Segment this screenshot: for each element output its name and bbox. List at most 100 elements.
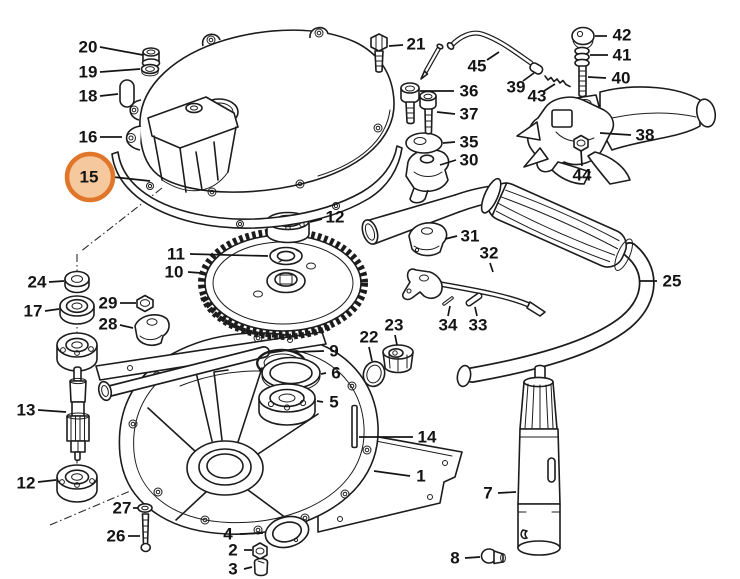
callout-27[interactable]: 27 xyxy=(113,499,138,518)
part-17-bearing-race xyxy=(59,295,95,325)
callout-label-1: 1 xyxy=(416,467,425,486)
part-10-ring-gear xyxy=(198,228,368,340)
callout-label-25: 25 xyxy=(663,272,682,291)
callout-17[interactable]: 17 xyxy=(24,302,60,321)
callout-label-18: 18 xyxy=(79,87,98,106)
callout-label-40: 40 xyxy=(612,69,631,88)
callout-3[interactable]: 3 xyxy=(228,560,253,579)
callout-12[interactable]: 12 xyxy=(309,208,344,227)
callout-label-27: 27 xyxy=(113,499,132,518)
part-4-seal-ring xyxy=(264,515,310,549)
leader-line-33 xyxy=(474,306,478,317)
part-29-nut xyxy=(136,294,154,313)
callout-42[interactable]: 42 xyxy=(595,26,631,45)
callout-21[interactable]: 21 xyxy=(388,35,426,54)
part-31-clamp-half xyxy=(408,222,448,257)
callout-label-39: 39 xyxy=(507,78,526,97)
part-32-shift-rod xyxy=(401,268,546,317)
callout-11[interactable]: 11 xyxy=(167,245,269,264)
callout-label-9: 9 xyxy=(329,342,338,361)
leader-line-4 xyxy=(239,532,264,535)
callout-label-16: 16 xyxy=(79,128,98,147)
part-37-bolt xyxy=(419,90,437,135)
leader-line-21 xyxy=(388,44,404,47)
part-40-pivot-bolt xyxy=(578,65,587,98)
callout-36[interactable]: 36 xyxy=(420,82,478,101)
callout-23[interactable]: 23 xyxy=(385,316,404,346)
callout-13[interactable]: 13 xyxy=(17,401,67,420)
callout-31[interactable]: 31 xyxy=(444,227,479,246)
callout-label-15: 15 xyxy=(80,168,99,187)
part-19-flanged-nut xyxy=(140,63,160,77)
part-unlabeled-bearing xyxy=(56,332,98,372)
part-36-bolt xyxy=(400,82,420,125)
leader-line-10 xyxy=(187,271,202,274)
callout-28[interactable]: 28 xyxy=(99,315,134,334)
callout-label-20: 20 xyxy=(79,38,98,57)
callout-7[interactable]: 7 xyxy=(483,484,517,503)
part-11-shim xyxy=(269,246,303,266)
callout-9[interactable]: 9 xyxy=(293,342,339,361)
callout-44[interactable]: 44 xyxy=(573,149,592,185)
callout-40[interactable]: 40 xyxy=(587,69,631,88)
callout-label-38: 38 xyxy=(636,126,655,145)
leader-line-44 xyxy=(580,149,583,167)
part-27-washer xyxy=(137,502,153,513)
callout-5[interactable]: 5 xyxy=(316,393,339,412)
callout-label-30: 30 xyxy=(460,151,479,170)
part-41-spring-washers xyxy=(574,46,590,68)
leader-line-40 xyxy=(587,76,607,79)
part-21-bolt xyxy=(370,33,388,73)
part-43-spring xyxy=(544,75,571,88)
part-28-clamp-half xyxy=(134,314,170,346)
part-20-bushing xyxy=(141,47,161,68)
leader-line-43 xyxy=(543,83,556,92)
callout-35[interactable]: 35 xyxy=(442,133,479,152)
callout-25[interactable]: 25 xyxy=(640,272,681,291)
callout-12[interactable]: 12 xyxy=(17,474,57,493)
callout-39[interactable]: 39 xyxy=(507,72,535,97)
callout-34[interactable]: 34 xyxy=(439,305,458,335)
part-22-o-ring xyxy=(362,360,386,388)
part-44-nut xyxy=(573,134,589,152)
callout-label-43: 43 xyxy=(528,87,547,106)
callout-33[interactable]: 33 xyxy=(469,306,488,335)
callout-8[interactable]: 8 xyxy=(450,549,481,568)
callout-label-17: 17 xyxy=(24,302,43,321)
callout-18[interactable]: 18 xyxy=(79,87,119,106)
callout-30[interactable]: 30 xyxy=(439,151,479,170)
callout-15-highlighted[interactable]: 15 xyxy=(64,151,151,203)
leader-line-18 xyxy=(99,93,119,97)
callout-14[interactable]: 14 xyxy=(359,428,437,447)
callout-label-42: 42 xyxy=(613,26,632,45)
leader-line-1 xyxy=(373,470,411,477)
callout-26[interactable]: 26 xyxy=(107,527,140,546)
leader-line-3 xyxy=(243,566,253,570)
callout-43[interactable]: 43 xyxy=(528,83,556,106)
callout-4[interactable]: 4 xyxy=(223,525,264,544)
callout-label-21: 21 xyxy=(407,35,426,54)
highlight-circle xyxy=(64,151,116,203)
callout-19[interactable]: 19 xyxy=(79,63,141,82)
callout-32[interactable]: 32 xyxy=(480,244,499,273)
callout-24[interactable]: 24 xyxy=(28,273,65,292)
callout-1[interactable]: 1 xyxy=(373,467,426,486)
part-34-pin xyxy=(442,296,454,306)
callout-20[interactable]: 20 xyxy=(79,38,144,57)
callout-16[interactable]: 16 xyxy=(79,128,122,147)
callout-10[interactable]: 10 xyxy=(165,263,202,282)
callout-2[interactable]: 2 xyxy=(228,541,252,560)
callout-41[interactable]: 41 xyxy=(590,46,631,65)
callout-45[interactable]: 45 xyxy=(468,51,500,76)
callout-label-22: 22 xyxy=(360,328,379,347)
callout-6[interactable]: 6 xyxy=(320,364,341,383)
callout-22[interactable]: 22 xyxy=(360,328,379,362)
callout-29[interactable]: 29 xyxy=(99,294,136,313)
leader-line-31 xyxy=(444,235,458,240)
callout-37[interactable]: 37 xyxy=(436,105,478,124)
part-26-bolt xyxy=(140,513,151,553)
callout-label-7: 7 xyxy=(483,484,492,503)
callout-label-35: 35 xyxy=(460,133,479,152)
callout-38[interactable]: 38 xyxy=(599,126,655,145)
